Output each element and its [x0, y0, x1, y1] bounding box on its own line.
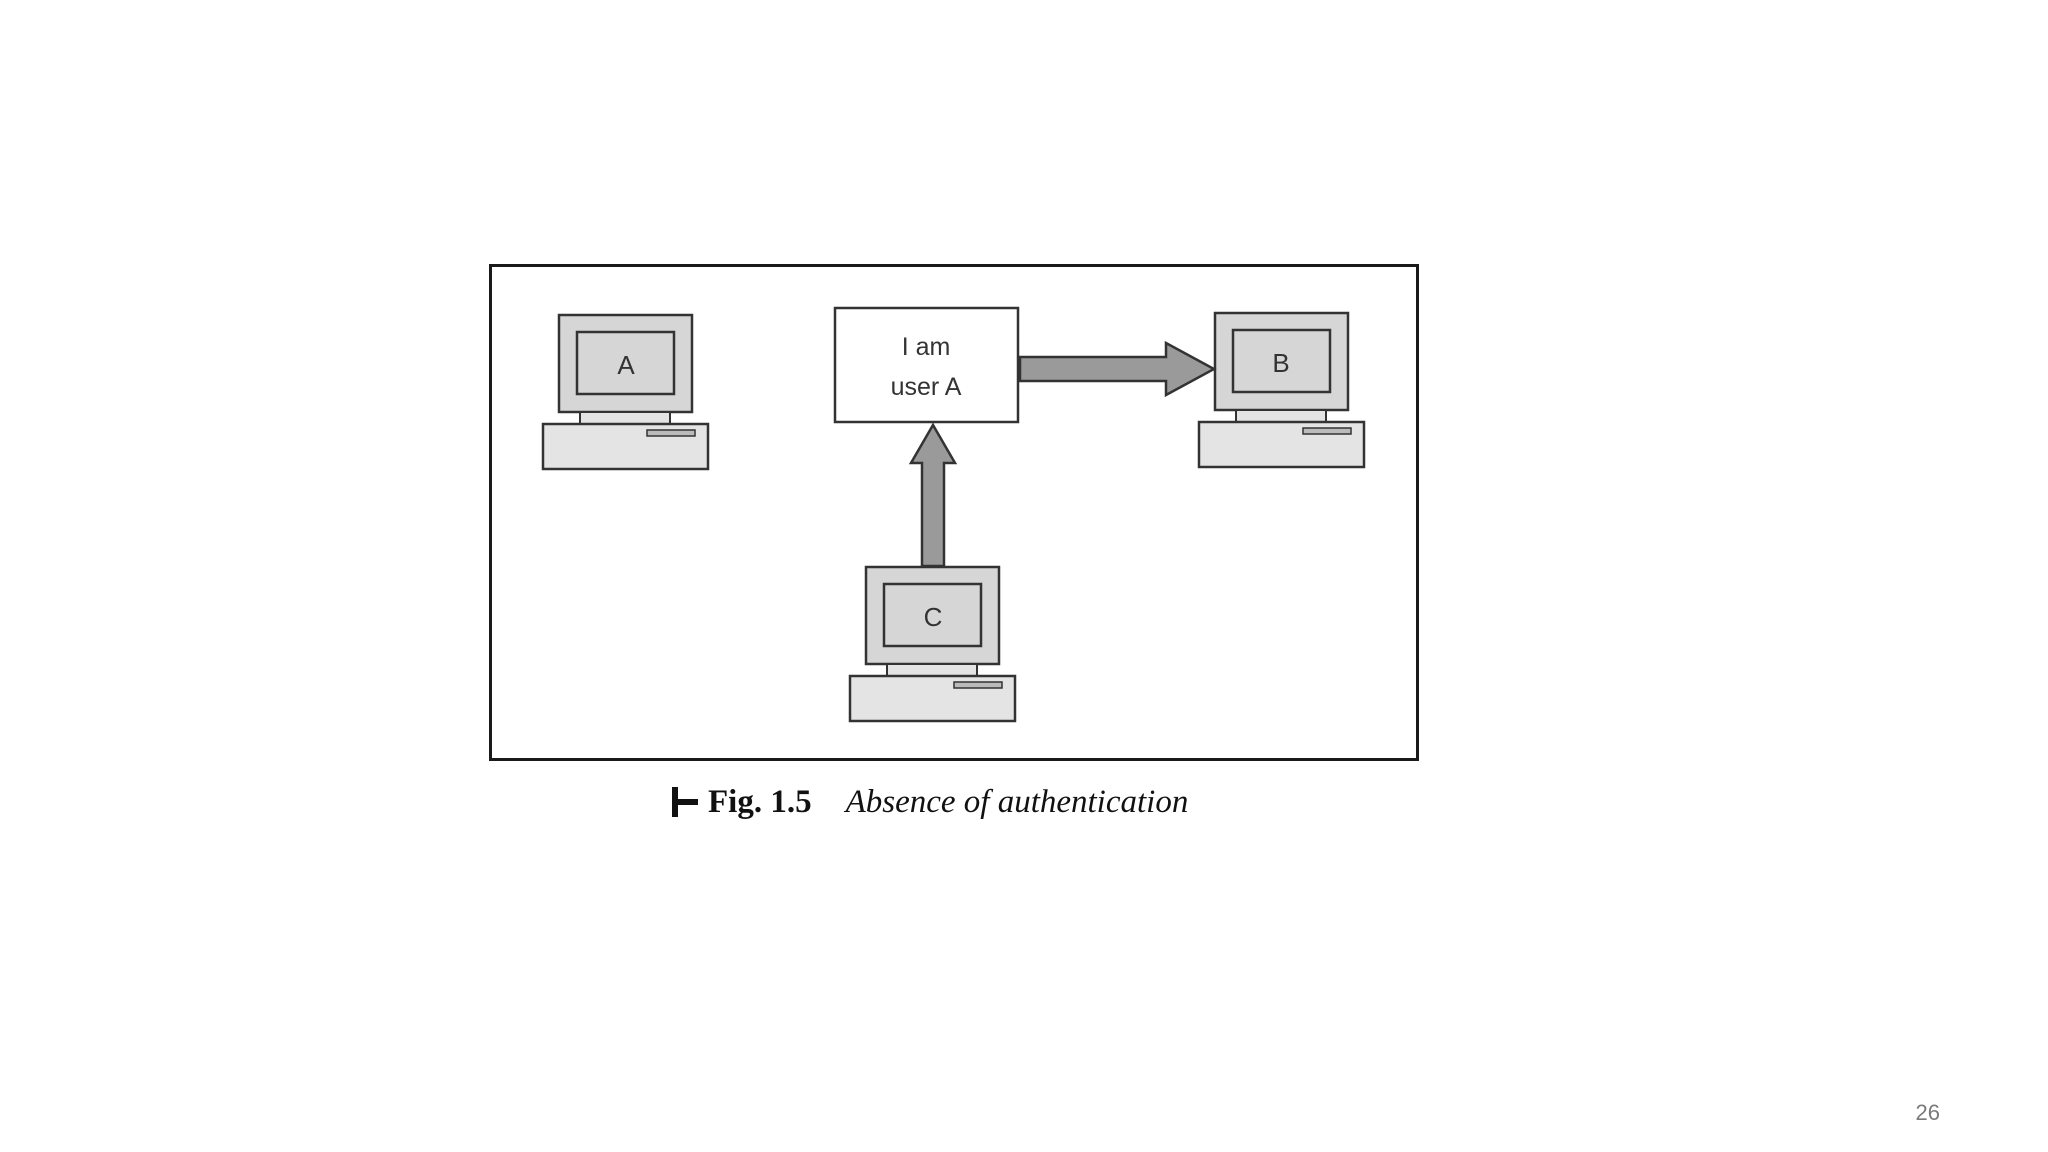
figure-caption: Fig. 1.5 Absence of authentication	[672, 782, 1188, 822]
figure-number: Fig. 1.5	[708, 783, 812, 820]
computer-a: A	[541, 313, 710, 471]
message-line-1: I am	[902, 333, 951, 361]
computer-b: B	[1197, 311, 1366, 469]
message-line-2: user A	[891, 373, 962, 401]
message-box: I am user A	[833, 306, 1020, 424]
page-number: 26	[1915, 1100, 1940, 1125]
computer-c-label: C	[924, 602, 943, 632]
computer-a-label: A	[617, 350, 635, 380]
computer-c: C	[848, 565, 1017, 723]
caption-marker-icon	[672, 787, 698, 817]
computer-b-label: B	[1272, 348, 1289, 378]
figure-title: Absence of authentication	[845, 783, 1189, 820]
arrow-message-to-b	[1018, 340, 1217, 398]
arrow-c-to-message	[908, 422, 958, 568]
